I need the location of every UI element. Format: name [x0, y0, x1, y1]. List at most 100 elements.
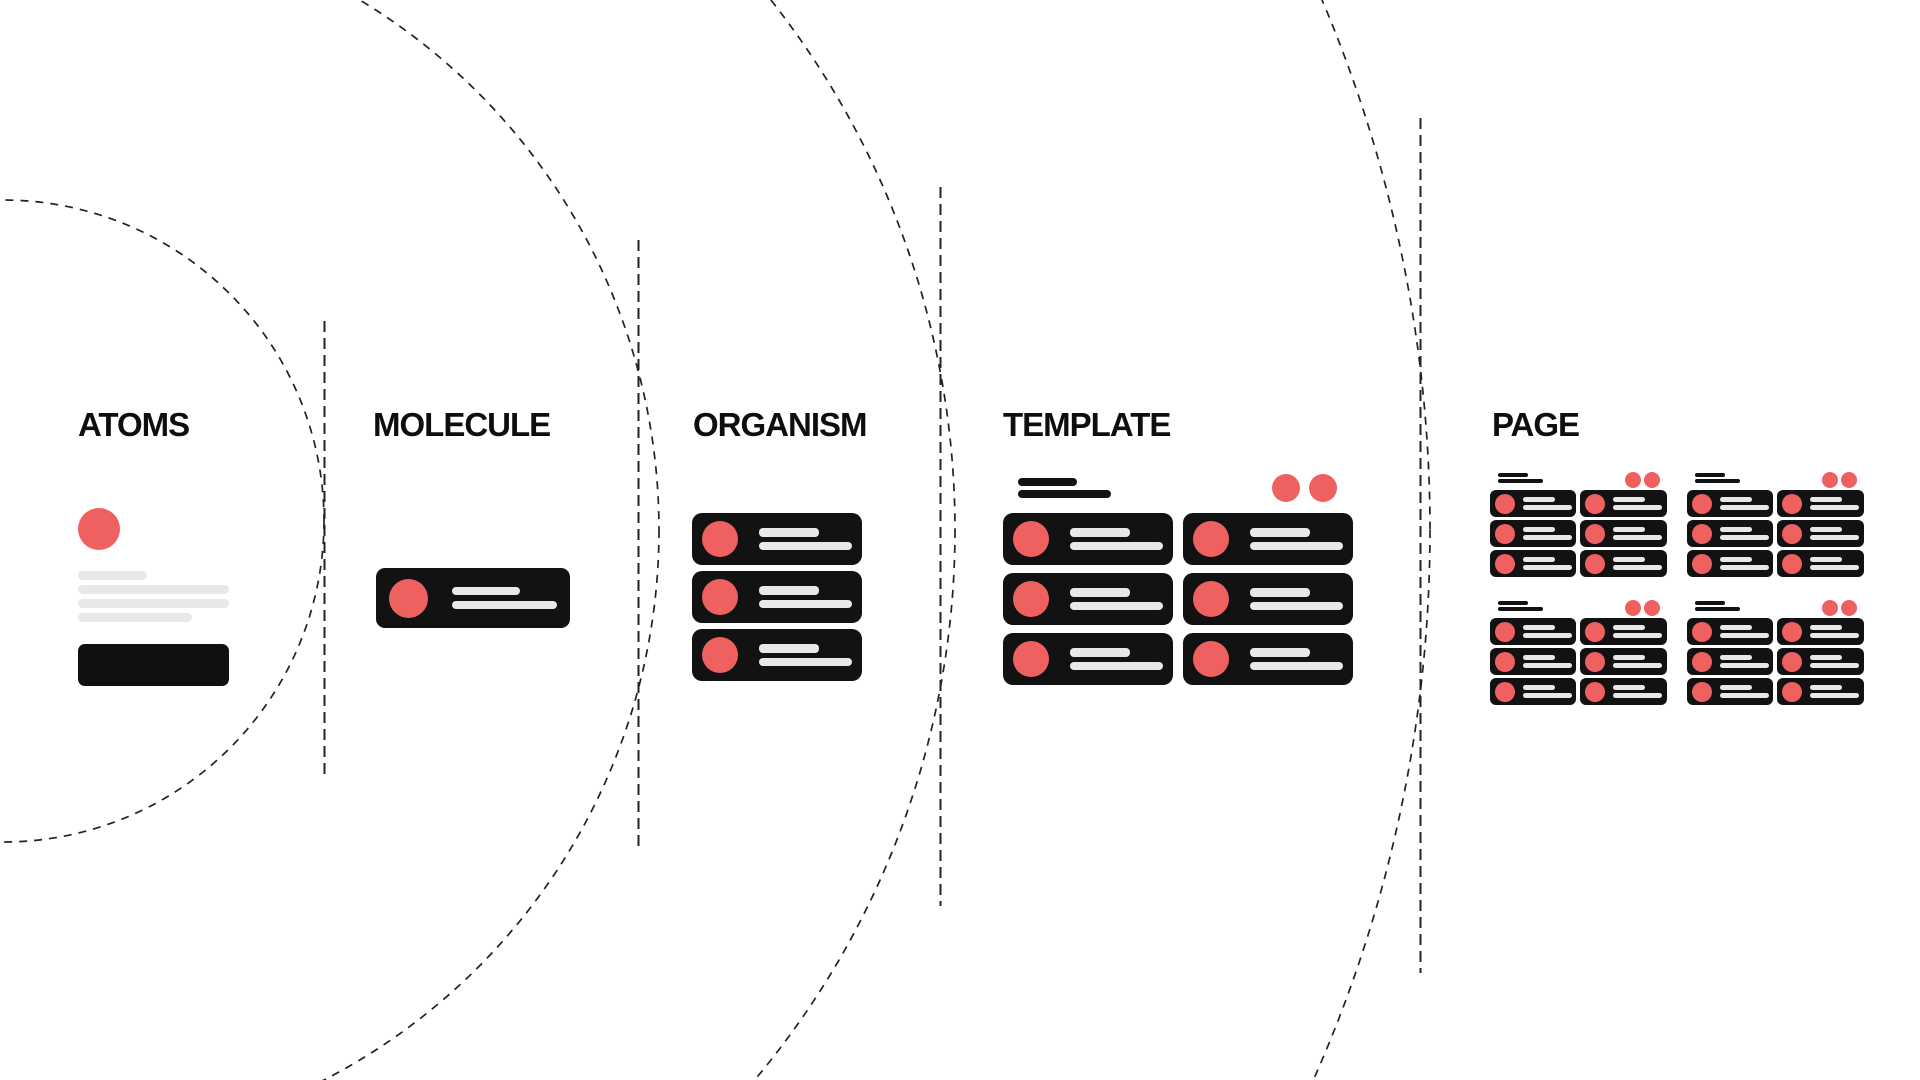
red-dot-icon: [1841, 600, 1857, 616]
text-placeholder-line: [78, 613, 192, 622]
stage-dividers: [323, 118, 1422, 973]
mini-list-card: [1580, 520, 1667, 547]
text-placeholder-lines: [1720, 557, 1769, 570]
text-placeholder-lines: [1613, 655, 1662, 668]
mini-list-card: [1490, 520, 1576, 547]
text-placeholder-lines: [1720, 497, 1769, 510]
avatar-circle-icon: [1495, 681, 1515, 702]
text-placeholder-lines: [1720, 685, 1769, 698]
page-thumbnail: [1490, 600, 1667, 705]
text-placeholder-lines: [1070, 588, 1163, 610]
mini-list-card: [1490, 490, 1576, 517]
template-card-grid: [1003, 513, 1353, 685]
red-dot-icon: [1644, 472, 1660, 488]
red-dot-icon: [1822, 600, 1838, 616]
red-dot-icon: [1644, 600, 1660, 616]
mini-red-dots: [1822, 600, 1857, 616]
avatar-circle-icon: [1585, 523, 1605, 544]
atoms-illustration: [78, 508, 229, 686]
list-card: [1183, 513, 1353, 565]
mini-card-grid: [1490, 618, 1667, 705]
arc-ring-1: [0, 199, 325, 843]
avatar-circle-icon: [702, 521, 738, 557]
avatar-circle-icon: [1692, 523, 1712, 544]
molecule-card: [376, 568, 570, 628]
text-placeholder-lines: [759, 586, 852, 608]
text-placeholder-lines: [1613, 557, 1662, 570]
text-placeholder-line: [78, 585, 229, 594]
text-placeholder-lines: [1810, 685, 1859, 698]
mini-list-card: [1687, 618, 1773, 645]
red-dot-icon: [1625, 472, 1641, 488]
text-placeholder-lines: [1523, 625, 1572, 638]
text-placeholder-lines: [1523, 655, 1572, 668]
mini-list-card: [1687, 490, 1773, 517]
arc-ring-4: [1312, 0, 1431, 1080]
list-card: [1003, 633, 1173, 685]
mini-card-grid: [1687, 490, 1864, 577]
text-placeholder-line: [78, 599, 229, 608]
avatar-circle-icon: [1193, 641, 1229, 677]
mini-list-card: [1580, 550, 1667, 577]
mini-list-card: [1777, 490, 1864, 517]
mini-list-card: [1777, 550, 1864, 577]
list-card: [1003, 513, 1173, 565]
list-card: [692, 513, 862, 565]
text-placeholder-lines: [1523, 497, 1572, 510]
organism-card-stack: [692, 513, 862, 681]
avatar-circle-icon: [1585, 493, 1605, 514]
text-placeholder-lines: [1720, 625, 1769, 638]
text-placeholder-lines: [1250, 528, 1343, 550]
avatar-circle-icon: [1782, 553, 1802, 574]
text-placeholder-lines: [1250, 588, 1343, 610]
text-placeholder-lines: [1613, 685, 1662, 698]
text-placeholder-lines: [1720, 655, 1769, 668]
arc-ring-2: [321, 0, 660, 1080]
avatar-circle-icon: [1692, 621, 1712, 642]
mini-list-card: [1687, 648, 1773, 675]
mini-list-card: [1687, 520, 1773, 547]
text-placeholder-lines: [1720, 527, 1769, 540]
mini-list-card: [1580, 618, 1667, 645]
mini-list-card: [1687, 550, 1773, 577]
mini-list-card: [1777, 648, 1864, 675]
mini-list-card: [1777, 678, 1864, 705]
red-dot-icon: [1841, 472, 1857, 488]
list-card: [1183, 633, 1353, 685]
list-card: [1183, 573, 1353, 625]
avatar-circle-icon: [1782, 493, 1802, 514]
avatar-circle-icon: [702, 579, 738, 615]
text-placeholder-lines: [1523, 685, 1572, 698]
avatar-circle-icon: [702, 637, 738, 673]
stage-label-atoms: ATOMS: [78, 406, 190, 443]
avatar-circle-icon: [1013, 521, 1049, 557]
mini-list-card: [1777, 520, 1864, 547]
mini-red-dots: [1625, 600, 1660, 616]
text-placeholder-lines: [1810, 527, 1859, 540]
avatar-circle-icon: [1692, 651, 1712, 672]
text-placeholder-lines: [1250, 648, 1343, 670]
text-placeholder-line: [78, 571, 147, 580]
mini-header-lines: [1695, 601, 1740, 611]
mini-header-lines: [1498, 601, 1543, 611]
avatar-circle-icon: [1692, 493, 1712, 514]
avatar-circle-icon: [1585, 681, 1605, 702]
concentric-arcs: [0, 0, 1431, 1080]
template-header-lines: [1018, 478, 1111, 498]
avatar-circle-icon: [1782, 681, 1802, 702]
text-placeholder-lines: [1070, 528, 1163, 550]
text-placeholder-lines: [759, 644, 852, 666]
template-red-dots: [1272, 474, 1337, 502]
avatar-circle-icon: [1585, 553, 1605, 574]
mini-header-lines: [1498, 473, 1543, 483]
page-thumbnail: [1490, 472, 1667, 577]
red-dot-icon: [1625, 600, 1641, 616]
mini-list-card: [1490, 648, 1576, 675]
avatar-circle-icon: [1495, 523, 1515, 544]
red-dot-icon: [1822, 472, 1838, 488]
stage-label-organism: ORGANISM: [693, 406, 867, 443]
list-card: [692, 629, 862, 681]
text-placeholder-lines: [1810, 557, 1859, 570]
text-placeholder-block: [78, 571, 229, 622]
